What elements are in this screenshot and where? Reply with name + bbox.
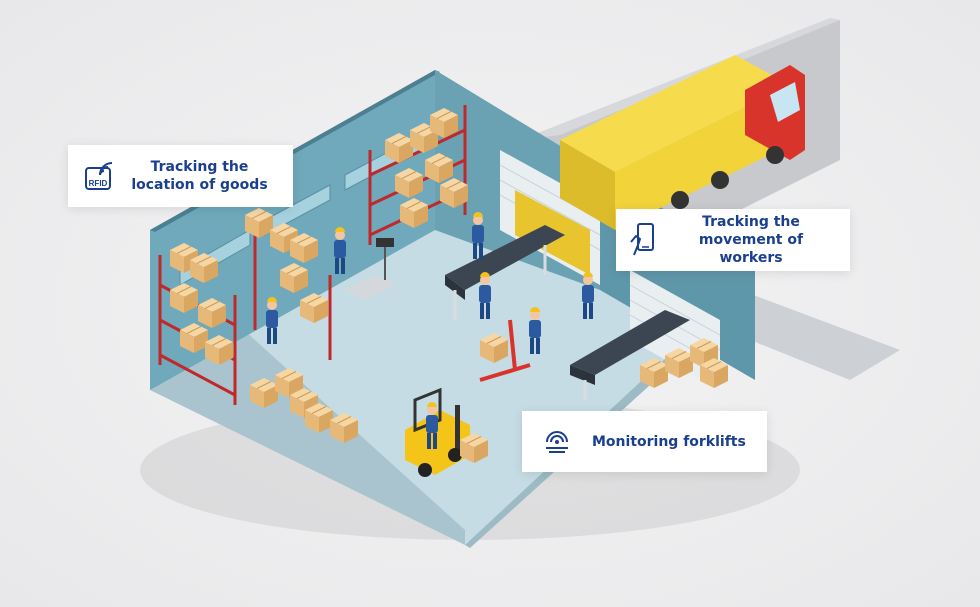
callout-workers-line1: Tracking the (702, 214, 800, 230)
delivery-truck (560, 55, 805, 230)
signal-beacon-icon (540, 430, 574, 454)
callout-tracking-goods: RFID Tracking the location of goods (68, 145, 293, 207)
callout-goods-line2: location of goods (131, 177, 268, 193)
pallet-jack (479, 319, 531, 382)
callout-monitoring-forklifts: Monitoring forklifts (522, 411, 767, 472)
callout-workers-line2: movement of workers (698, 232, 804, 266)
conveyor-belt-1 (445, 225, 565, 320)
conveyor-belt-2 (570, 310, 690, 400)
weighing-scale (345, 238, 395, 300)
rfid-tag-icon: RFID (80, 159, 120, 193)
callout-goods-line1: Tracking the (150, 159, 249, 175)
callout-tracking-workers: Tracking the movement of workers (616, 209, 850, 271)
rfid-label: RFID (89, 179, 108, 188)
callout-forklifts-line1: Monitoring forklifts (592, 433, 746, 450)
smartphone-hand-icon (626, 222, 660, 258)
forklift (405, 387, 489, 477)
